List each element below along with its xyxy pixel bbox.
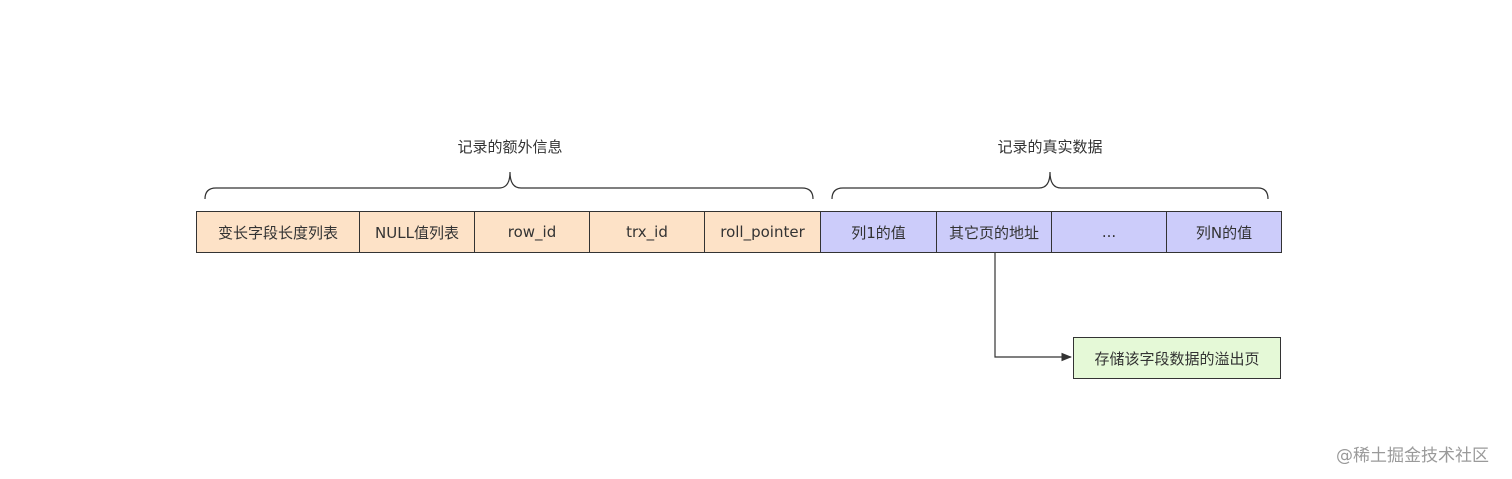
overflow-page-box: 存储该字段数据的溢出页 <box>1073 337 1281 379</box>
null-list-cell: NULL值列表 <box>359 211 475 253</box>
trx-id-cell: trx_id <box>589 211 705 253</box>
ellipsis-cell: ... <box>1051 211 1167 253</box>
column-n-value-cell: 列N的值 <box>1166 211 1282 253</box>
row-id-cell: row_id <box>474 211 590 253</box>
real-data-label: 记录的真实数据 <box>997 138 1103 156</box>
other-page-address-cell: 其它页的地址 <box>936 211 1052 253</box>
extra-info-label: 记录的额外信息 <box>457 138 563 156</box>
column-1-value-cell: 列1的值 <box>820 211 937 253</box>
extra-info-brace <box>204 171 814 200</box>
field-length-list-cell: 变长字段长度列表 <box>196 211 360 253</box>
roll-pointer-cell: roll_pointer <box>704 211 821 253</box>
watermark: @稀土掘金技术社区 <box>1336 446 1489 466</box>
real-data-brace <box>831 171 1269 200</box>
overflow-pointer-arrow <box>994 253 1073 362</box>
